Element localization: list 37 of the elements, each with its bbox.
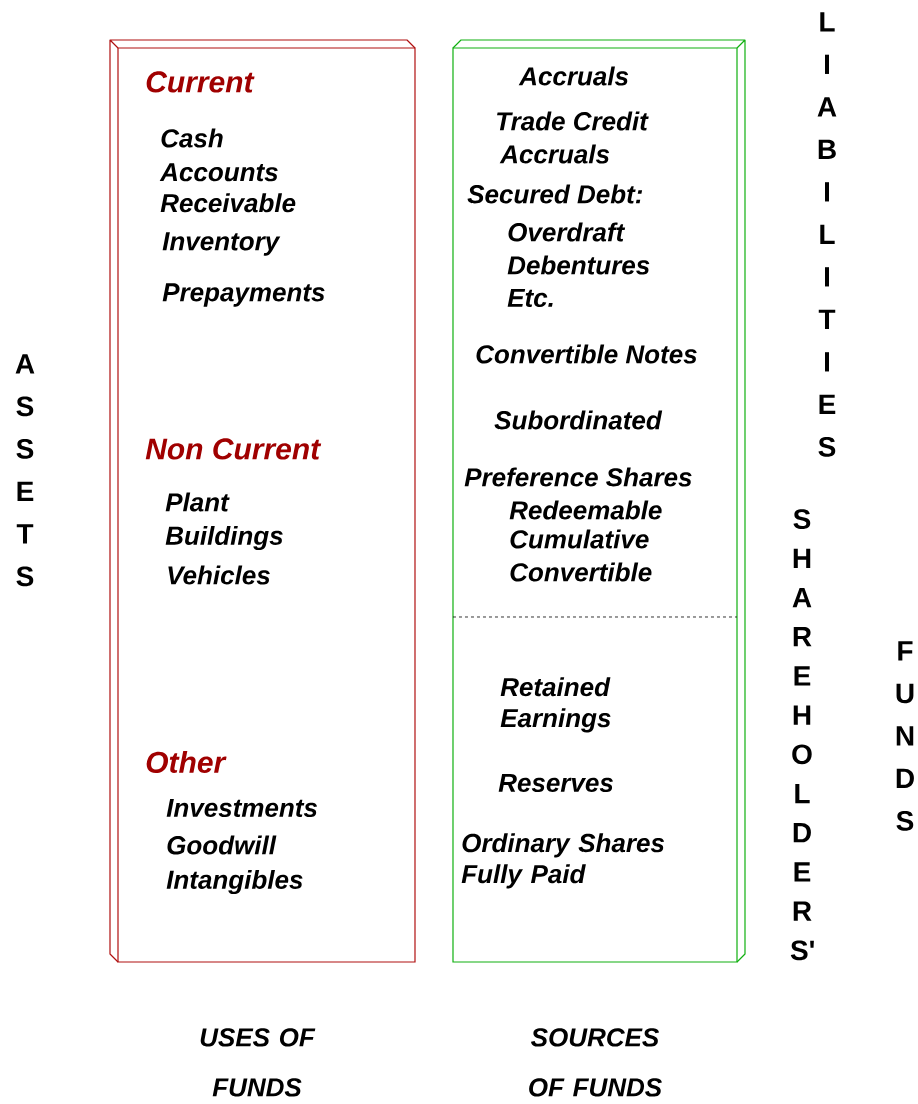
caption-label: USES OF FUNDS xyxy=(200,1028,316,1097)
item-text: Reserves xyxy=(498,773,613,793)
item-text: Trade Credit xyxy=(497,111,649,131)
item-text: Convertible xyxy=(510,562,652,582)
item-text: Retained Earnings xyxy=(500,677,611,733)
heading: Current xyxy=(146,71,255,93)
item-text: Accounts Receivable xyxy=(159,163,296,213)
item-text: Accruals xyxy=(499,144,610,164)
heading: Non Current xyxy=(145,438,322,460)
heading: Other xyxy=(146,751,227,773)
item-text: Ordinary Shares Fully Paid xyxy=(461,833,665,889)
item-text: Prepayments xyxy=(162,283,325,307)
item-text: Debentures xyxy=(507,255,650,275)
vertical-label: LIABILITIES xyxy=(817,12,837,457)
vertical-label: ASSETS xyxy=(15,354,35,587)
item-text: Investments xyxy=(166,798,317,818)
item-text: Cumulative xyxy=(510,529,649,549)
vertical-label: SHAREHOLDERS' xyxy=(790,509,814,961)
assets-box xyxy=(109,39,416,963)
item-text: Buildings xyxy=(165,525,283,551)
item-text: Inventory xyxy=(162,232,281,256)
item-text: Accruals xyxy=(518,66,629,86)
item-text: Goodwill xyxy=(167,835,277,855)
item-text: Subordinated xyxy=(494,410,663,430)
item-text: Preference Shares xyxy=(464,467,692,487)
caption-label: SOURCES OF FUNDS xyxy=(529,1028,662,1097)
item-text: Secured Debt: xyxy=(467,184,643,204)
vertical-label: FUNDS xyxy=(896,641,914,831)
item-text: Overdraft xyxy=(508,222,626,242)
item-text: Cash xyxy=(161,128,223,148)
liabilities-box xyxy=(452,39,746,963)
item-text: Plant xyxy=(165,492,230,512)
item-text: Etc. xyxy=(507,288,553,308)
item-text: Convertible Notes xyxy=(476,344,697,364)
item-text: Vehicles xyxy=(168,565,270,585)
item-text: Intangibles xyxy=(166,869,303,895)
item-text: Redeemable xyxy=(509,500,662,520)
